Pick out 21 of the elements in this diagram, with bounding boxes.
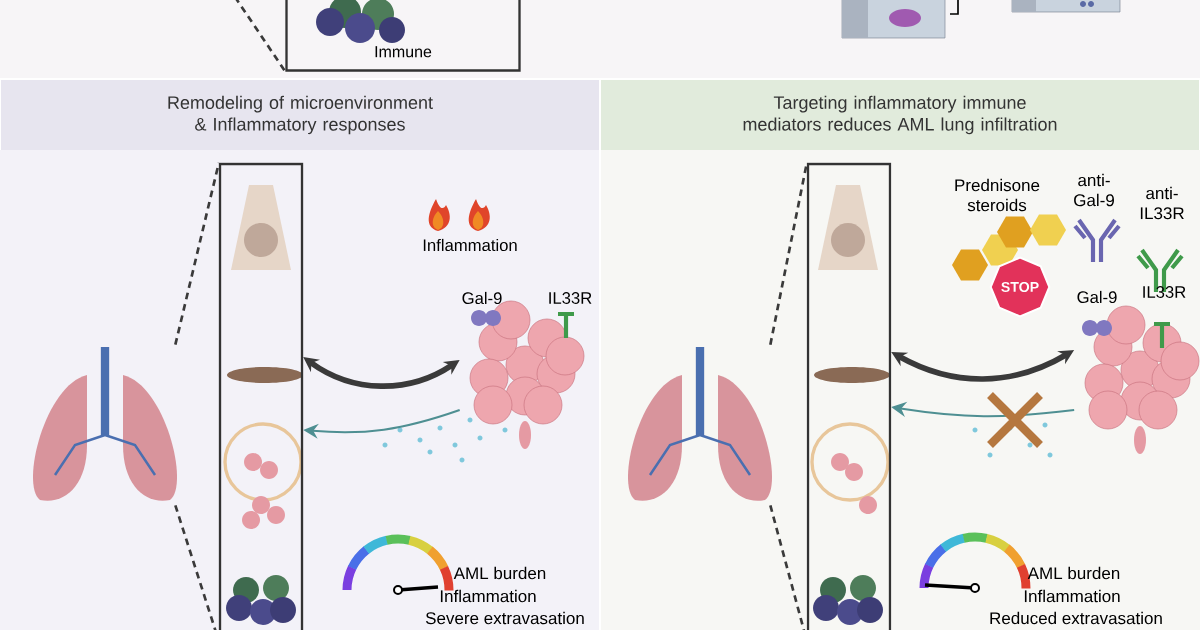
section-header: Remodeling of microenvironment & Inflammatory responses (1, 80, 599, 150)
lungs-drawing (33, 347, 177, 501)
protein-label: Gal-9 (1077, 290, 1117, 304)
outcome-label: AML burden (1027, 566, 1120, 580)
outcome-label: Inflammation (440, 589, 536, 603)
protein-label: IL33R (549, 292, 592, 304)
drug-label: Prednisone steroids (955, 178, 1040, 212)
section-header: Targeting inflammatory immune mediators reduces AML lung infiltration (601, 80, 1199, 150)
stop-sign: STOP (989, 256, 1051, 318)
outcome-label: Inflammation (1024, 589, 1120, 603)
leader-line (233, 0, 287, 73)
outcome-label: Reduced extravasation (990, 611, 1162, 625)
symptom-label: Inflammation (423, 238, 517, 252)
outcome-label: AML burden (453, 566, 546, 580)
drug-label: anti- Gal-9 (1074, 173, 1114, 207)
lungs-drawing (628, 347, 772, 501)
outcome-label: Severe extravasation (425, 611, 584, 625)
drug-label: anti- IL33R (1140, 186, 1184, 220)
cancer-cells-drawing (1084, 305, 1200, 454)
immune-box: Immune (285, 0, 521, 72)
protein-label: Gal-9 (462, 291, 502, 305)
